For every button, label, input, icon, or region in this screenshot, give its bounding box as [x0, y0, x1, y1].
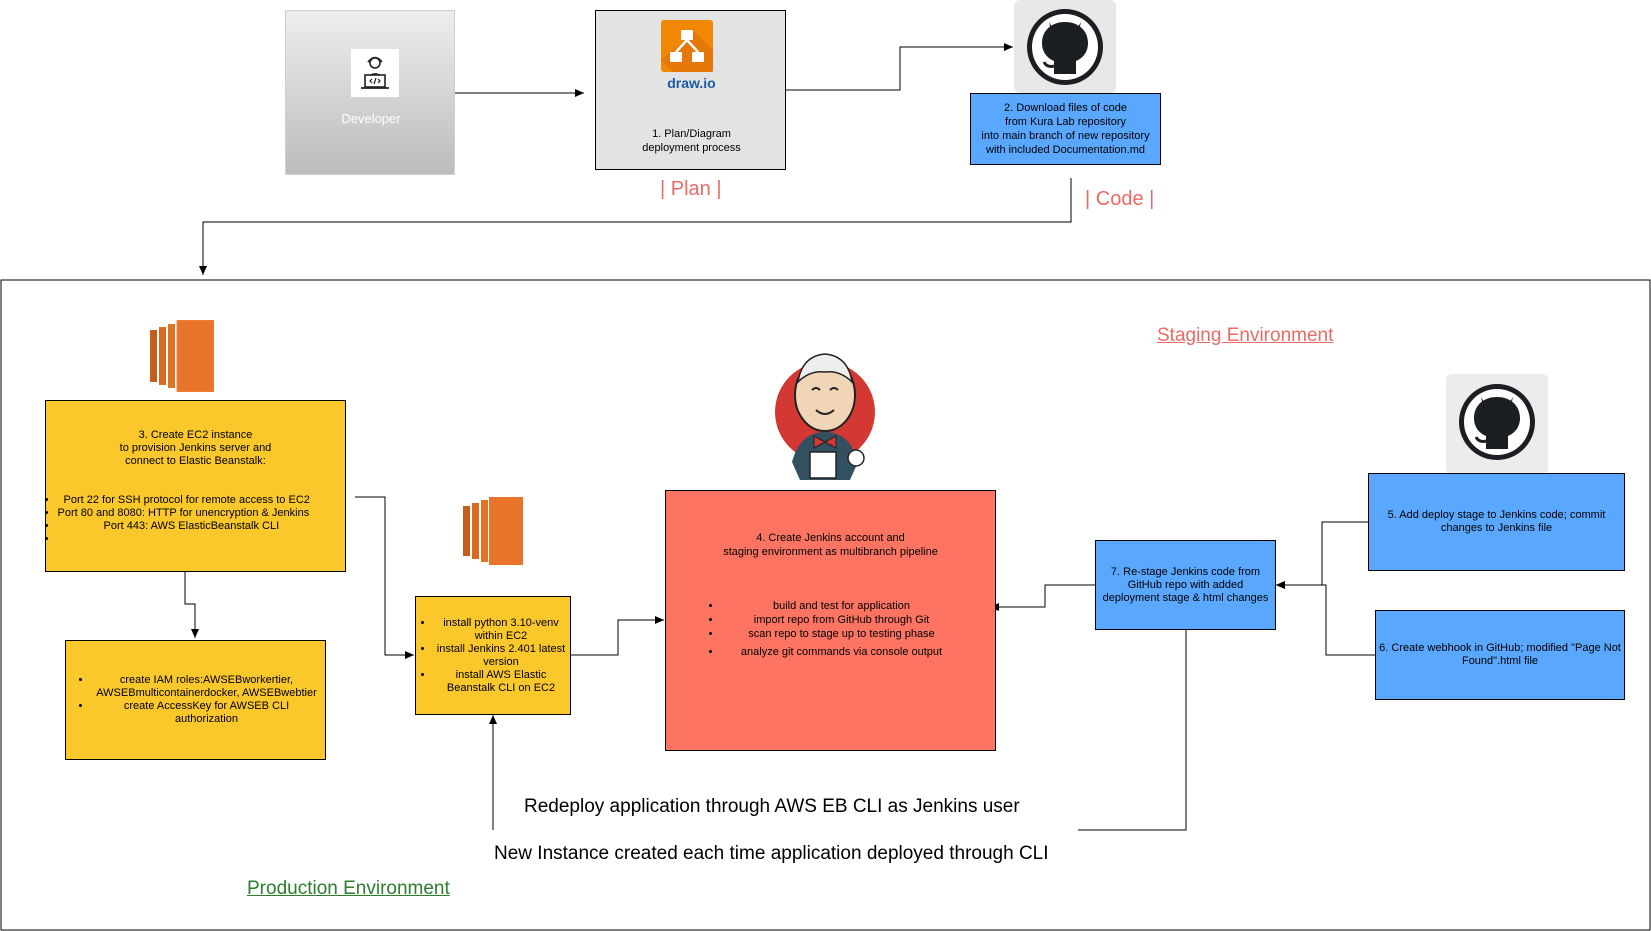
ec2-bullet: Port 443: AWS ElasticBeanstalk CLI — [58, 520, 348, 533]
jenkins-account-box: 4. Create Jenkins account and staging en… — [665, 490, 996, 751]
github-icon-top — [1014, 0, 1116, 93]
developer-icon — [351, 49, 399, 97]
ec2-instance-box: 3. Create EC2 instance to provision Jenk… — [45, 400, 346, 572]
install-bullet-list: install python 3.10-venv within EC2 inst… — [418, 617, 569, 695]
jenkins-bullet: build and test for application — [722, 599, 962, 613]
jenkins-bullet-list: build and test for application import re… — [700, 599, 962, 659]
plan-step-text: 1. Plan/Diagram deployment process — [596, 127, 787, 155]
arrow-webhook-to-restage — [1276, 581, 1375, 656]
code-line-4: with included Documentation.md — [986, 144, 1145, 156]
aws-ec2-icon — [150, 319, 215, 393]
plan-line-1: 1. Plan/Diagram — [652, 128, 731, 140]
ec2-title-1: 3. Create EC2 instance — [138, 429, 253, 441]
deploy-stage-box: 5. Add deploy stage to Jenkins code; com… — [1368, 473, 1625, 571]
ec2-title-2: to provision Jenkins server and — [119, 442, 272, 454]
arrow-code-to-staging — [199, 178, 1072, 275]
ec2-bullet-list: Port 22 for SSH protocol for remote acce… — [44, 494, 348, 546]
arrow-deploy-stage-to-restage — [1276, 521, 1368, 589]
new-instance-caption: New Instance created each time applicati… — [494, 843, 1049, 864]
arrow-ec2-to-install — [355, 496, 414, 659]
iam-bullet-list: create IAM roles:AWSEBworkertier, AWSEBm… — [70, 674, 322, 726]
code-phase-label: | Code | — [1085, 188, 1155, 210]
github-icon-right — [1446, 374, 1548, 474]
jenkins-logo-icon — [770, 340, 880, 482]
environment-frame — [0, 279, 1651, 931]
ec2-bullet: Port 22 for SSH protocol for remote acce… — [58, 494, 348, 507]
iam-roles-box: create IAM roles:AWSEBworkertier, AWSEBm… — [65, 640, 326, 760]
code-box: 2. Download files of code from Kura Lab … — [970, 93, 1161, 165]
production-environment-label: Production Environment — [247, 878, 450, 899]
drawio-logo-text: draw.io — [667, 75, 716, 91]
webhook-text: 6. Create webhook in GitHub; modified "P… — [1379, 642, 1621, 667]
code-line-2: from Kura Lab repository — [1004, 116, 1127, 128]
arrow-ec2-to-iam — [184, 572, 199, 638]
webhook-box: 6. Create webhook in GitHub; modified "P… — [1375, 610, 1625, 700]
ec2-bullet — [58, 533, 348, 546]
jenkins-title-1: 4. Create Jenkins account and — [756, 532, 905, 544]
iam-bullet: create IAM roles:AWSEBworkertier, AWSEBm… — [92, 674, 322, 700]
code-line-3: into main branch of new repository — [981, 130, 1150, 142]
restage-text: 7. Re-stage Jenkins code from GitHub rep… — [1102, 565, 1269, 604]
developer-label: Developer — [341, 111, 401, 126]
install-tools-box: install python 3.10-venv within EC2 inst… — [415, 596, 571, 715]
arrow-redeploy-to-install — [1078, 630, 1187, 831]
ec2-title-3: connect to Elastic Beanstalk: — [125, 455, 266, 467]
aws-ec2-icon-2 — [463, 497, 523, 565]
jenkins-title-2: staging environment as multibranch pipel… — [723, 546, 938, 558]
code-line-1: 2. Download files of code — [1004, 102, 1127, 114]
arrow-plan-to-github — [786, 43, 1013, 91]
plan-phase-label: | Plan | — [660, 178, 722, 200]
staging-environment-label: Staging Environment — [1157, 325, 1334, 346]
install-bullet: install AWS Elastic Beanstalk CLI on EC2 — [434, 669, 569, 695]
plan-line-2: deployment process — [642, 142, 741, 154]
arrow-install-to-jenkins — [571, 616, 664, 656]
install-bullet: install python 3.10-venv within EC2 — [434, 617, 569, 643]
developer-node: Developer — [285, 10, 455, 175]
jenkins-bullet: scan repo to stage up to testing phase — [722, 627, 962, 641]
redeploy-caption: Redeploy application through AWS EB CLI … — [524, 796, 1020, 818]
deploy-stage-text: 5. Add deploy stage to Jenkins code; com… — [1387, 509, 1606, 534]
install-bullet: install Jenkins 2.401 latest version — [434, 643, 569, 669]
iam-bullet: create AccessKey for AWSEB CLI authoriza… — [92, 700, 322, 726]
jenkins-bullet: import repo from GitHub through Git — [722, 613, 962, 627]
plan-box: draw.io 1. Plan/Diagram deployment proce… — [595, 10, 786, 170]
jenkins-bullet: analyze git commands via console output — [722, 645, 962, 659]
drawio-logo-icon — [661, 20, 713, 72]
ec2-bullet: Port 80 and 8080: HTTP for unencryption … — [58, 507, 348, 520]
restage-box: 7. Re-stage Jenkins code from GitHub rep… — [1095, 540, 1276, 630]
arrow-restage-to-jenkins — [990, 584, 1095, 611]
